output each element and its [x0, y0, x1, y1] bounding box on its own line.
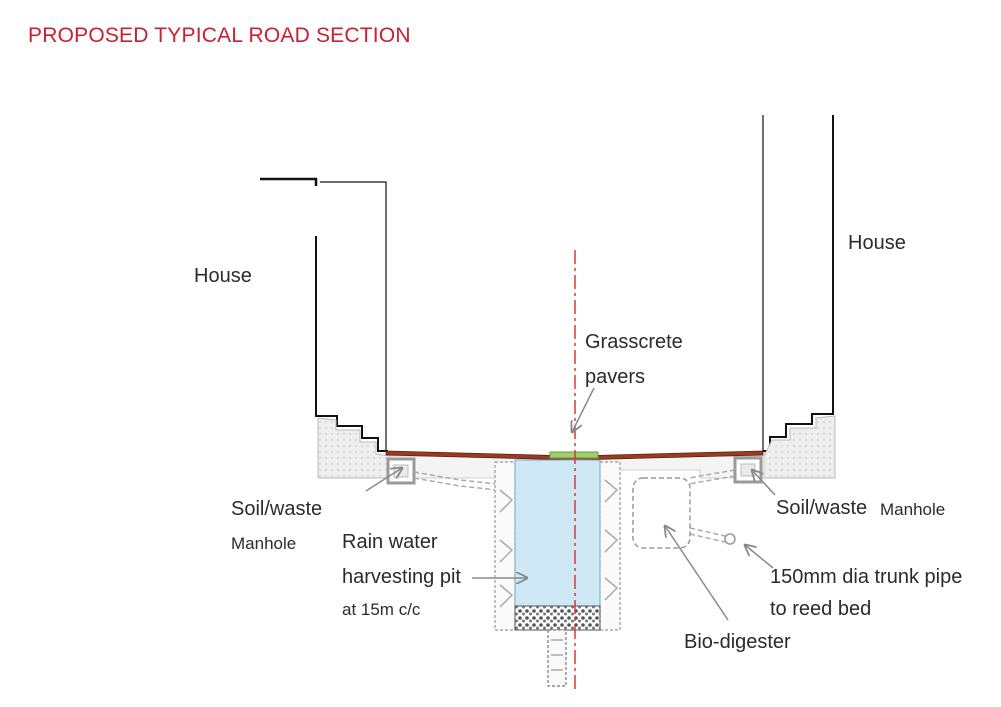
label-grasscrete-line1: Grasscrete — [585, 331, 683, 353]
house-left-outline — [260, 177, 388, 452]
label-trunk-pipe-line1: 150mm dia trunk pipe — [770, 566, 963, 588]
label-rainwater-line3: at 15m c/c — [342, 600, 421, 619]
label-bio-digester: Bio-digester — [684, 631, 791, 653]
manhole-right — [733, 456, 763, 484]
label-soil-waste-left-line1: Soil/waste — [231, 498, 323, 520]
label-house-left: House — [194, 265, 252, 287]
ground-right — [763, 415, 836, 479]
label-house-right: House — [848, 232, 906, 254]
grasscrete-pavers — [549, 451, 599, 459]
label-soil-waste-right-line2: Manhole — [880, 500, 946, 519]
leader-arrows — [365, 387, 776, 621]
bio-digester-tank — [632, 477, 691, 549]
pipes — [413, 469, 736, 543]
manhole-left — [386, 457, 416, 485]
ground-left — [317, 417, 393, 479]
house-right-outline — [762, 115, 834, 452]
diagram-title: PROPOSED TYPICAL ROAD SECTION — [28, 24, 411, 47]
label-soil-waste-right-line1: Soil/waste — [776, 497, 868, 519]
label-trunk-pipe-line2: to reed bed — [770, 598, 872, 620]
label-grasscrete-line2: pavers — [585, 366, 646, 388]
trunk-pipe-end — [724, 533, 736, 545]
label-rainwater-line2: harvesting pit — [342, 566, 461, 588]
label-soil-waste-left-line2: Manhole — [231, 534, 297, 553]
label-rainwater-line1: Rain water — [342, 531, 438, 553]
harvesting-pit — [494, 459, 621, 687]
